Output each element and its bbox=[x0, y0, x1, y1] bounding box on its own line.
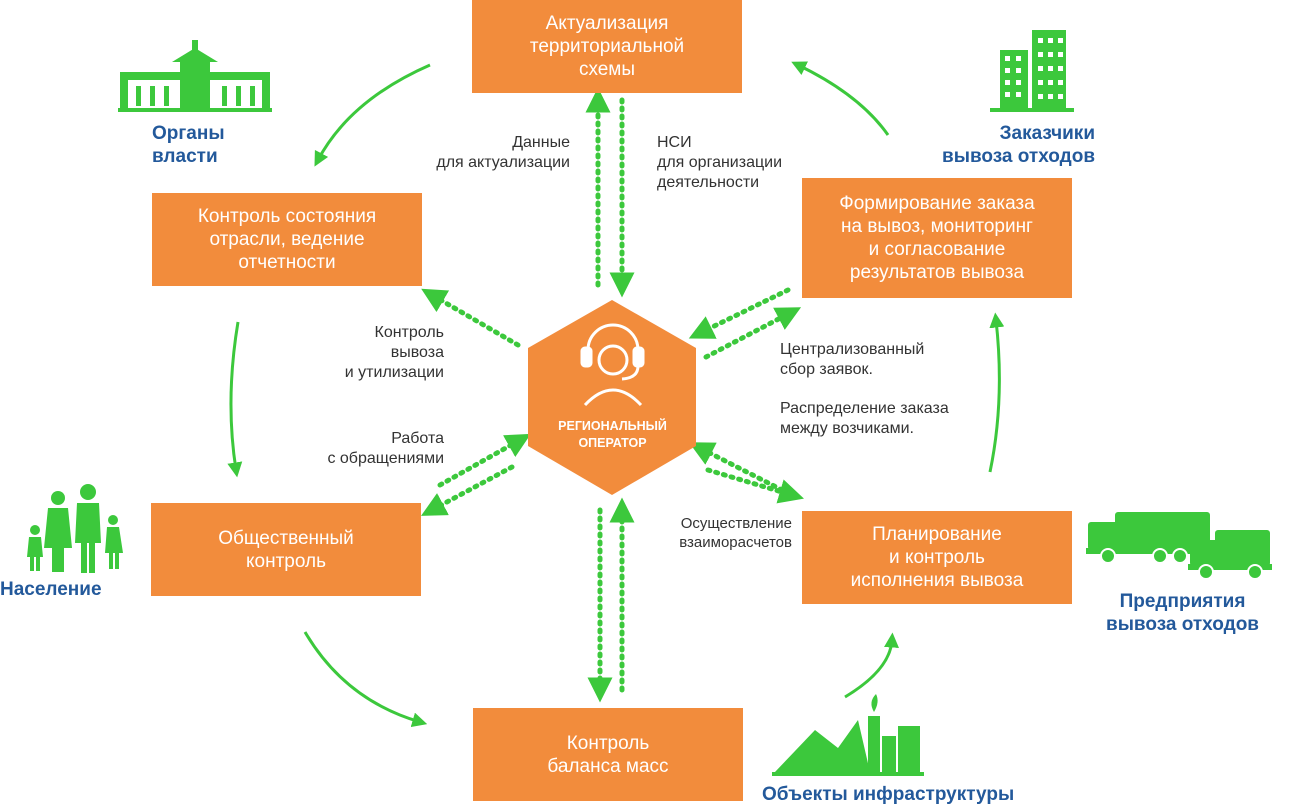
public-control-box: Общественный контроль bbox=[151, 503, 421, 596]
arrow-customers-to-scheme bbox=[791, 61, 890, 136]
dotted-public-to-hub bbox=[437, 433, 531, 488]
industry-control-box: Контроль состояния отрасли, ведение отче… bbox=[152, 193, 422, 286]
actor-authorities: Органы власти bbox=[152, 123, 225, 167]
territorial-scheme-box: Актуализация территориальной схемы bbox=[472, 0, 742, 93]
arrow-control-to-public bbox=[227, 321, 243, 478]
dotted-order-to-hub bbox=[688, 287, 791, 339]
actor-customers: Заказчики вывоза отходов bbox=[942, 123, 1095, 167]
arrow-scheme-to-authorities bbox=[314, 63, 431, 167]
regional-operator-label: РЕГИОНАЛЬНЫЙ ОПЕРАТОР bbox=[558, 419, 667, 450]
dotted-hub-to-order bbox=[703, 307, 802, 360]
order-forming-box: Формирование заказа на вывоз, мониторинг… bbox=[802, 178, 1072, 298]
flow-label-data-for-update: Данные для актуализации bbox=[436, 134, 570, 171]
dotted-hub-to-public bbox=[420, 464, 515, 516]
regional-operator-hexagon bbox=[528, 300, 696, 495]
flow-label-central-collection: Централизованный сбор заявок. bbox=[780, 341, 925, 378]
family-icon bbox=[27, 484, 123, 573]
actor-population: Население bbox=[0, 579, 102, 600]
actor-removal-companies: Предприятия вывоза отходов bbox=[1106, 591, 1259, 635]
mass-balance-box: Контроль баланса масс bbox=[473, 708, 743, 801]
dotted-hub-to-planning bbox=[705, 467, 804, 504]
flow-label-nsi: НСИ для организации деятельности bbox=[657, 134, 783, 191]
planning-control-box: Планирование и контроль исполнения вывоз… bbox=[802, 511, 1072, 604]
arrow-infra-to-trucks bbox=[844, 632, 899, 699]
garbage-trucks-icon bbox=[1086, 512, 1272, 580]
government-building-icon bbox=[118, 40, 272, 112]
operator-headset-icon bbox=[580, 323, 645, 407]
arrow-public-to-mass bbox=[303, 631, 428, 728]
dotted-hub-to-control bbox=[421, 288, 521, 348]
flow-label-settlements: Осуществление взаиморасчетов bbox=[679, 515, 792, 551]
office-buildings-icon bbox=[990, 30, 1074, 112]
flow-label-appeals: Работа с обращениями bbox=[327, 430, 444, 467]
dotted-planning-to-hub bbox=[688, 442, 785, 493]
actor-infrastructure: Объекты инфраструктуры bbox=[762, 784, 1015, 805]
landfill-plant-icon bbox=[772, 694, 924, 776]
flow-label-removal-control: Контроль вывоза и утилизации bbox=[344, 324, 444, 381]
flow-label-order-distribution: Распределение заказа между возчиками. bbox=[780, 400, 949, 437]
arrow-planning-to-order bbox=[988, 312, 1005, 473]
